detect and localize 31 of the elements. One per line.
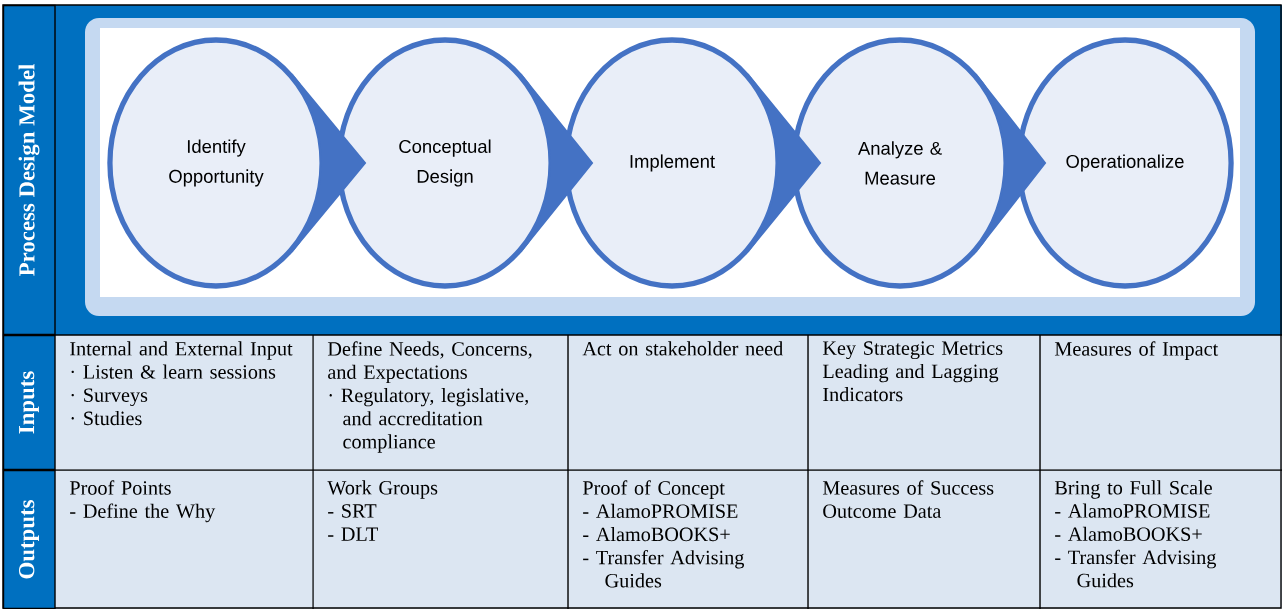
cell-text: Key Strategic Metrics [822, 341, 1003, 360]
cell-text: · Surveys [71, 388, 148, 407]
cell-text: Measures of Impact [1054, 341, 1219, 360]
cell-text: - AlamoBOOKS+ [583, 526, 730, 542]
cell-text: · Studies [71, 410, 142, 426]
row-header: Outputs [2, 469, 56, 609]
cell-text: · Regulatory, legislative, and accreditation compliance [329, 387, 528, 453]
cell-text: - Transfer Advising Guides [583, 549, 744, 588]
arrow [520, 72, 594, 254]
cell-text: Internal and External Input [70, 341, 293, 360]
row-header: Inputs [2, 334, 56, 471]
cell-text: · Listen & learn sessions [71, 364, 276, 379]
cell-text: Bring to Full Scale [1054, 480, 1212, 499]
cell-text: - Transfer Advising Guides [1055, 549, 1217, 588]
cell-text: - AlamoPROMISE [1055, 503, 1210, 518]
arrow [747, 72, 822, 254]
cell-text: - SRT [328, 504, 377, 518]
cell-text: Measures of Success [822, 480, 994, 495]
cell-text: Outcome Data [823, 504, 942, 518]
cell-text: Work Groups [327, 480, 438, 499]
cell-text: Proof Points [69, 480, 171, 495]
arrow [975, 72, 1047, 254]
arrow [291, 72, 367, 254]
cell-text: - AlamoPROMISE [583, 503, 738, 518]
cell-text: Define Needs, Concerns, and Expectations [327, 341, 532, 384]
cell-text: Proof of Concept [582, 480, 725, 499]
cell-text: - Define the Why [70, 503, 216, 523]
cell-text: Act on stakeholder need [582, 341, 783, 356]
cell-text: - DLT [328, 527, 378, 541]
cell-text: Leading and Lagging Indicators [822, 363, 999, 402]
cell-text: - AlamoBOOKS+ [1055, 526, 1202, 541]
